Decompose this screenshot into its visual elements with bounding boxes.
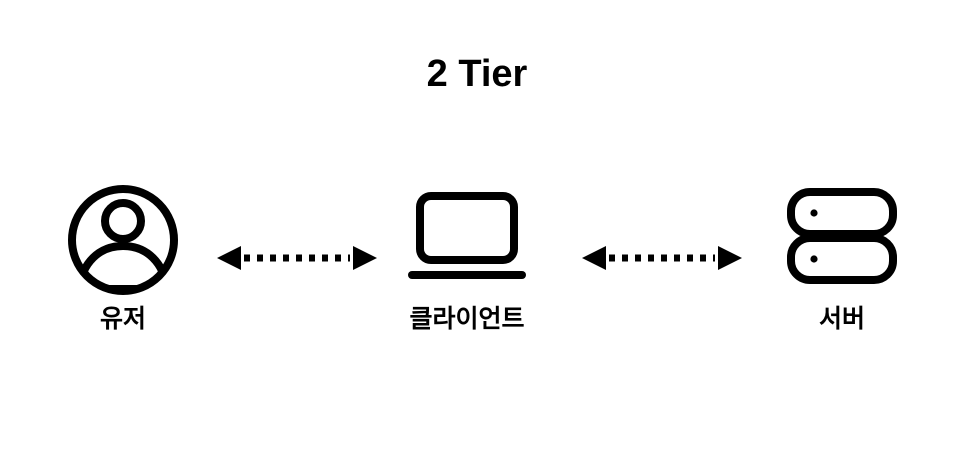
server-stack-icon [762,185,922,295]
server-unit-bottom [787,234,897,284]
arrowhead-left [582,246,606,270]
laptop-base [408,271,526,279]
connector-client-server [577,243,747,273]
node-client[interactable]: 클라이언트 [387,185,547,333]
server-led-top [810,209,818,217]
node-server-label: 서버 [818,305,865,333]
node-server[interactable]: 서버 [762,185,922,333]
laptop-icon [387,185,547,295]
arrowhead-right [353,246,377,270]
arrowhead-left [217,246,241,270]
server-unit-top [787,188,897,238]
connector-user-client [212,243,382,273]
page-title: 2 Tier [426,53,528,95]
user-avatar-icon [43,185,203,295]
node-client-label: 클라이언트 [409,305,525,333]
server-led-bottom [810,255,818,263]
arrowhead-right [718,246,742,270]
node-user-label: 유저 [99,305,146,333]
laptop-screen [416,192,518,264]
node-user[interactable]: 유저 [43,185,203,333]
